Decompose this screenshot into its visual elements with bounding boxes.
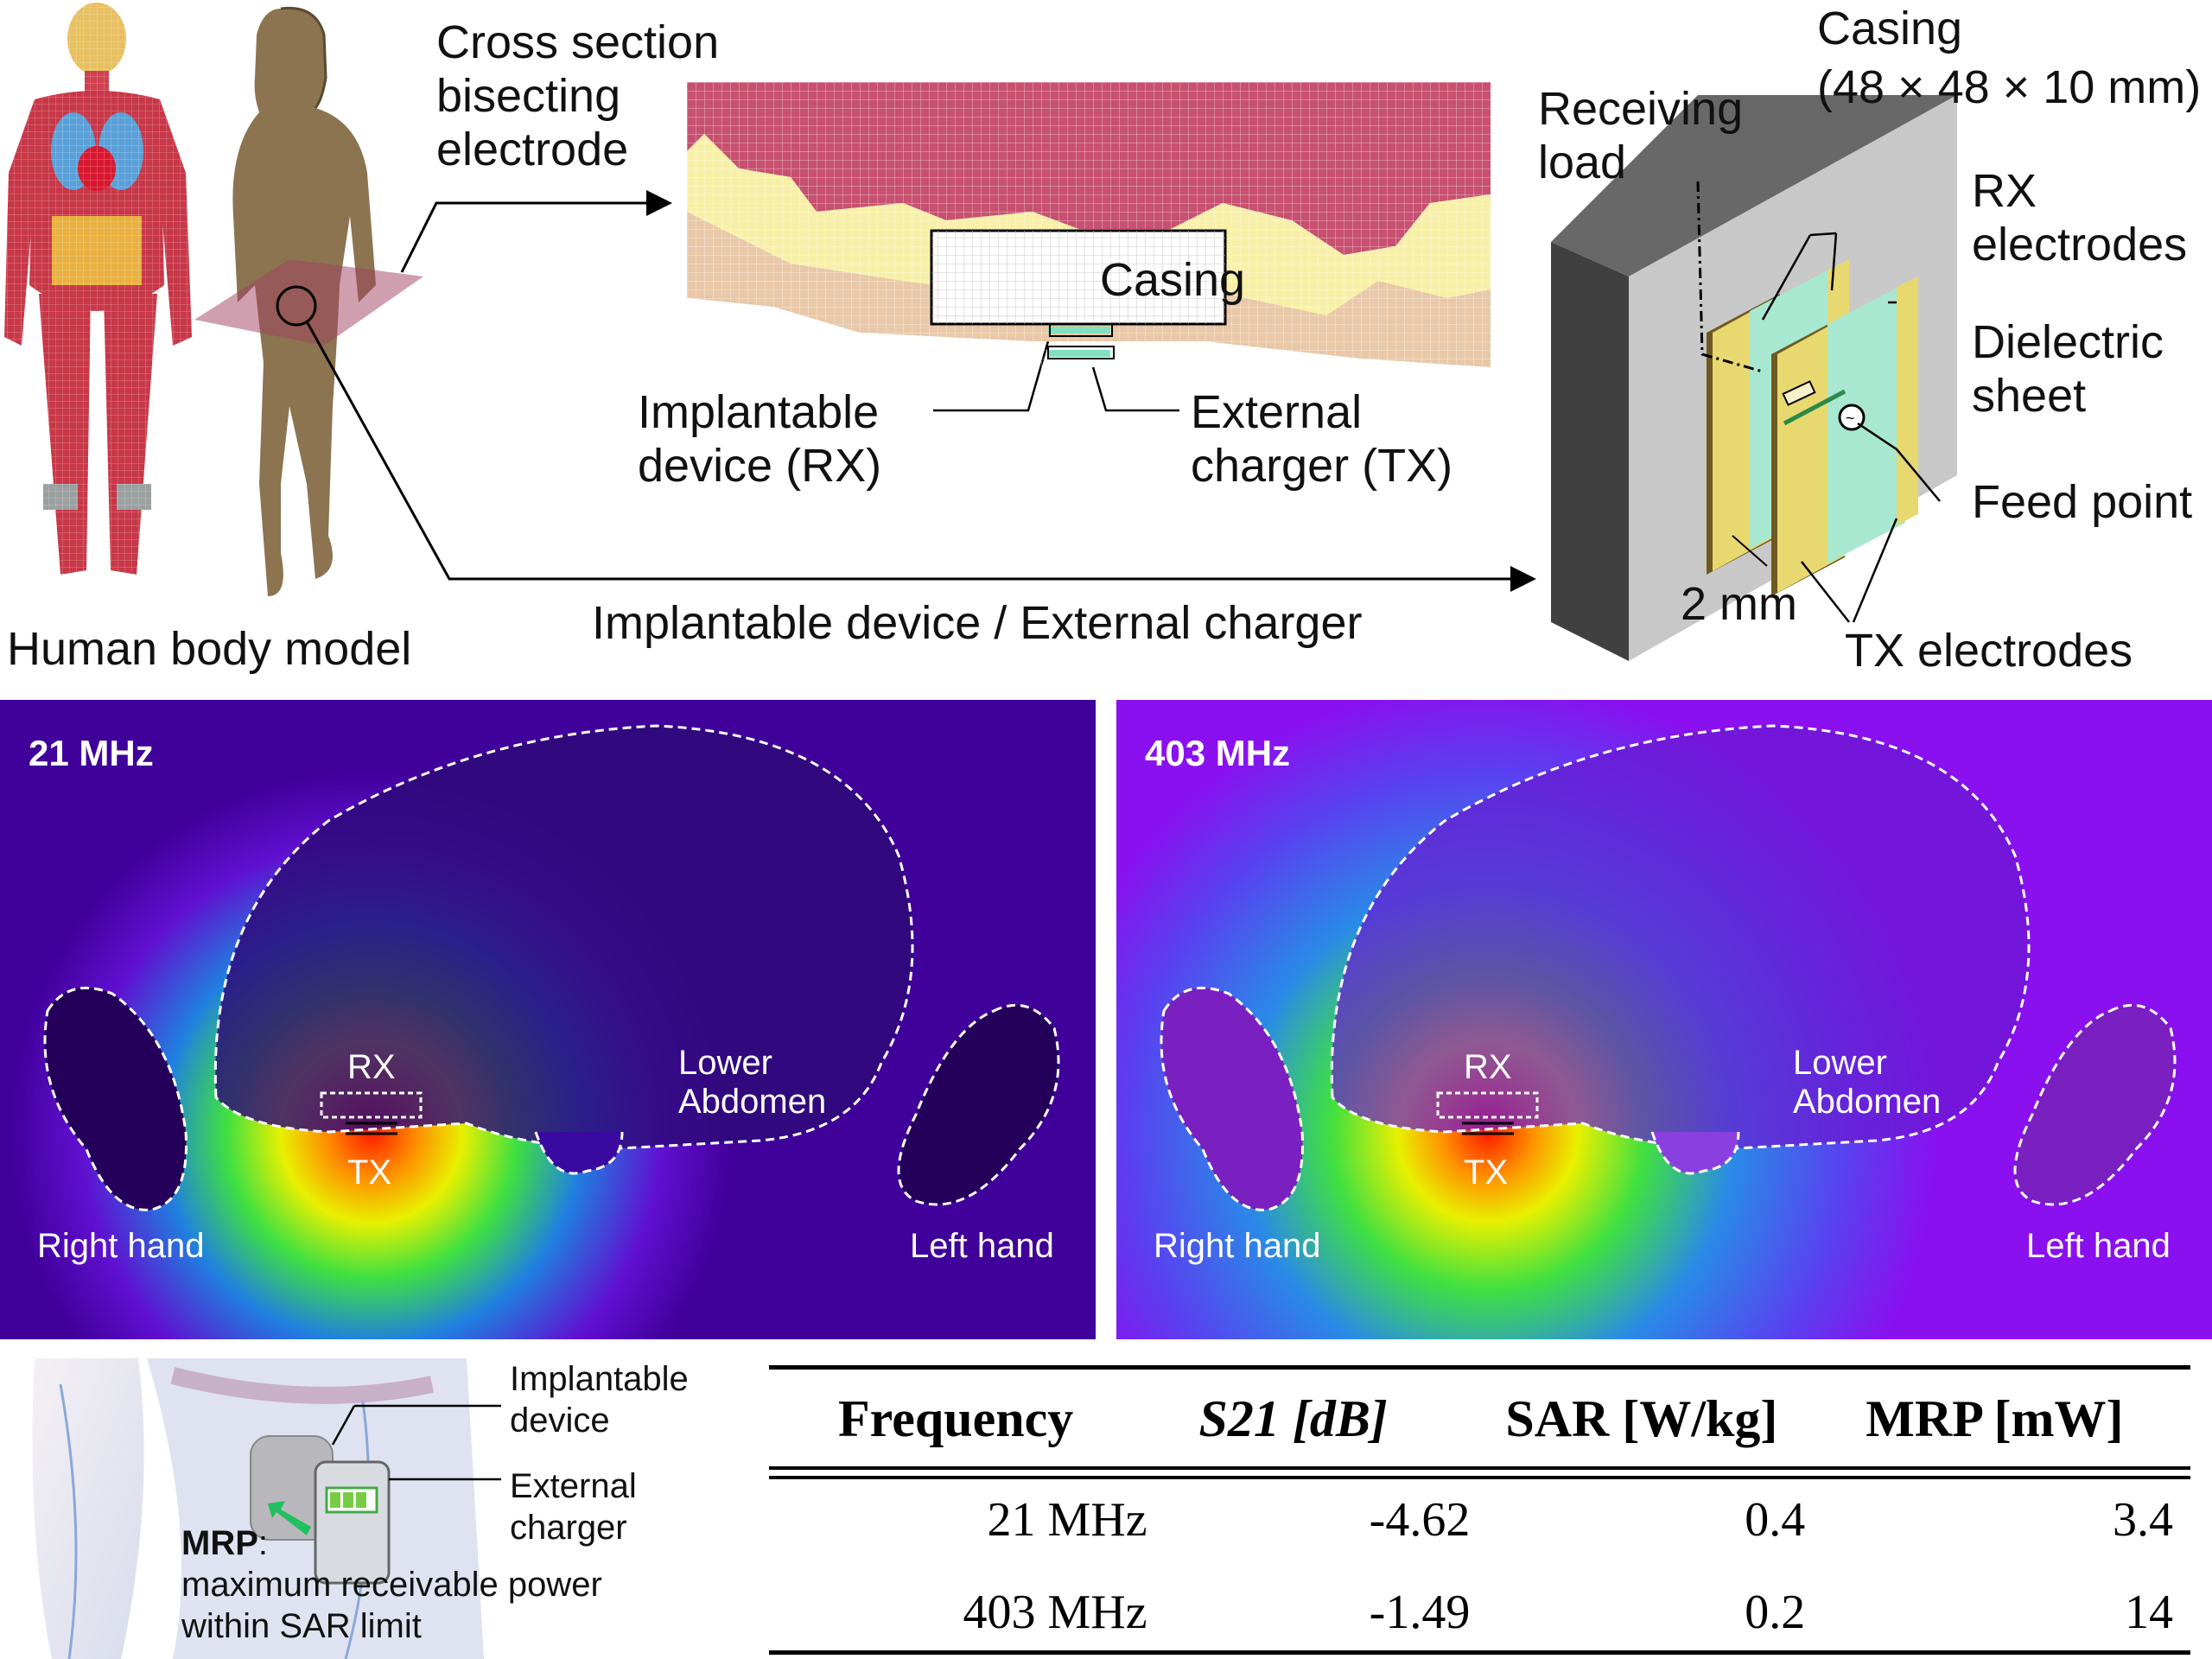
cell-s21: -4.62: [1369, 1492, 1471, 1547]
mrp-definition: MRP: maximum receivable power within SAR…: [181, 1522, 602, 1647]
mrp-definition-text: : maximum receivable power within SAR li…: [181, 1524, 602, 1645]
cross-section-plane: [194, 259, 423, 346]
panel2-rx-label: RX: [1464, 1048, 1512, 1086]
panel1-right-hand-label: Right hand: [37, 1227, 205, 1265]
results-table: Frequency S21 [dB] SAR [W/kg] MRP [mW] 2…: [769, 1365, 2190, 1658]
table-rule-mid2: [769, 1476, 2190, 1479]
connection-label: Implantable device / External charger: [592, 597, 1363, 649]
cell-mrp: 14: [2125, 1585, 2173, 1639]
device-illustration: [0, 1358, 501, 1659]
field-panel-21mhz: [0, 700, 1096, 1339]
implantable-rx-label: Implantable device (RX): [638, 386, 882, 493]
svg-text:~: ~: [1846, 410, 1855, 427]
panel2-tx-label: TX: [1464, 1154, 1509, 1192]
cell-sar: 0.2: [1745, 1585, 1806, 1639]
panel1-abdomen-label: Lower Abdomen: [678, 1044, 827, 1121]
cell-s21: -1.49: [1369, 1585, 1471, 1639]
gap-label: 2 mm: [1681, 578, 1797, 630]
connector-arrows: [305, 190, 1536, 592]
feed-point-label: Feed point: [1972, 476, 2193, 528]
illustration-implantable-label: Implantable device: [510, 1360, 689, 1440]
casing-inner-label: Casing: [1100, 254, 1246, 306]
panel1-tx-label: TX: [347, 1154, 392, 1192]
panel2-abdomen-label: Lower Abdomen: [1793, 1044, 1942, 1121]
header-frequency: Frequency: [838, 1390, 1074, 1447]
table-rule-bottom: [769, 1650, 2190, 1655]
table-rule-mid: [769, 1466, 2190, 1470]
body-model-label: Human body model: [7, 623, 412, 675]
cell-sar: 0.4: [1745, 1492, 1806, 1547]
panel1-rx-label: RX: [347, 1048, 396, 1086]
casing-label: Casing: [1817, 3, 1963, 54]
external-tx-label: External charger (TX): [1191, 386, 1453, 493]
casing-diagram: ~: [1551, 95, 1957, 661]
cross-section-label: Cross section bisecting electrode: [436, 16, 720, 176]
illustration-external-label: External charger: [510, 1467, 637, 1547]
cell-frequency: 403 MHz: [963, 1585, 1147, 1639]
casing-dims-label: (48 × 48 × 10 mm): [1817, 61, 2202, 113]
cell-mrp: 3.4: [2113, 1492, 2173, 1547]
panel2-frequency: 403 MHz: [1145, 733, 1291, 773]
header-sar: SAR [W/kg]: [1505, 1390, 1778, 1447]
mrp-term: MRP: [181, 1524, 258, 1562]
table-row: 403 MHz -1.49 0.2 14: [769, 1566, 2190, 1658]
panel2-right-hand-label: Right hand: [1154, 1227, 1321, 1265]
cross-section-image: [687, 82, 1491, 367]
field-panel-403mhz: [1116, 700, 2212, 1339]
panel1-frequency: 21 MHz: [29, 733, 154, 773]
header-mrp: MRP [mW]: [1866, 1390, 2124, 1447]
rx-electrodes-label: RX electrodes: [1972, 165, 2188, 271]
table-header-row: Frequency S21 [dB] SAR [W/kg] MRP [mW]: [769, 1365, 2190, 1473]
tx-electrodes-label: TX electrodes: [1845, 625, 2133, 677]
receiving-load-label: Receiving load: [1538, 83, 1744, 189]
dielectric-sheet-label: Dielectric sheet: [1972, 316, 2164, 423]
header-s21: S21 [dB]: [1198, 1390, 1388, 1447]
panel2-left-hand-label: Left hand: [2026, 1227, 2171, 1265]
table-rule-top: [769, 1365, 2190, 1370]
table-row: 21 MHz -4.62 0.4 3.4: [769, 1473, 2190, 1566]
anatomy-body-figure: [0, 0, 199, 622]
panel1-left-hand-label: Left hand: [910, 1227, 1054, 1265]
cell-frequency: 21 MHz: [987, 1492, 1147, 1547]
